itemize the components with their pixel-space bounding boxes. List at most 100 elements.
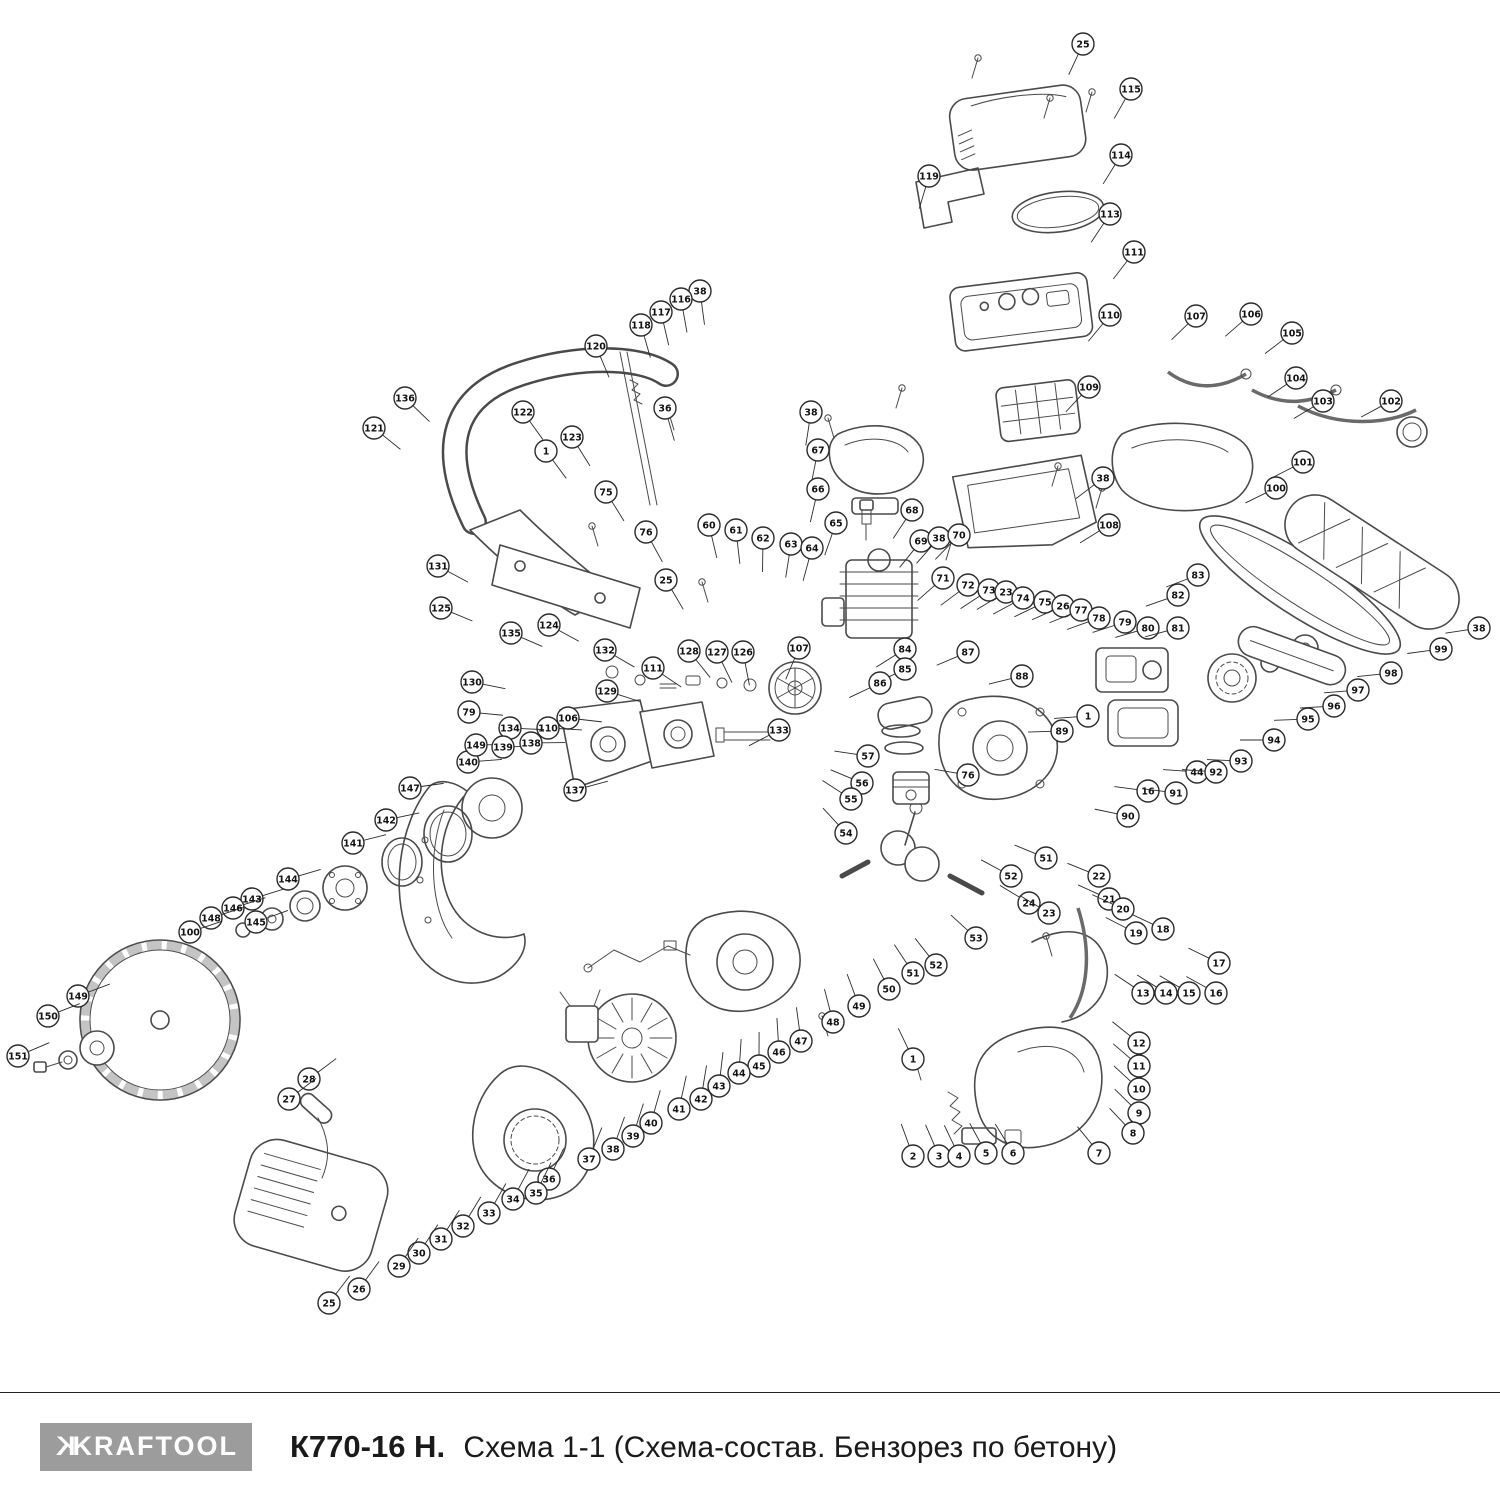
part-top-cover (948, 84, 1087, 171)
callout-68 (900, 498, 924, 522)
callout-149 (66, 984, 90, 1008)
svg-text:47: 47 (794, 1037, 807, 1048)
svg-text:15: 15 (1182, 989, 1195, 1000)
scheme-label: Схема 1-1 (Схема-состав. Бензорез по бет… (463, 1430, 1118, 1464)
part-belt-cover (1284, 494, 1460, 630)
callout-15 (1177, 981, 1201, 1005)
callout-38 (799, 400, 823, 424)
svg-text:17: 17 (1212, 959, 1225, 970)
callout-32 (451, 1214, 475, 1238)
part-crankshaft (839, 801, 985, 896)
callout-151 (6, 1044, 30, 1068)
svg-text:38: 38 (1472, 624, 1486, 635)
svg-text:101: 101 (1293, 458, 1313, 469)
svg-text:60: 60 (702, 521, 716, 532)
callout-38 (1091, 466, 1115, 490)
svg-text:116: 116 (671, 295, 691, 306)
callout-123 (560, 425, 584, 449)
svg-text:109: 109 (1079, 383, 1099, 394)
part-fan-cover (471, 1065, 595, 1201)
svg-text:16: 16 (1209, 989, 1223, 1000)
svg-text:1: 1 (910, 1055, 917, 1066)
svg-text:72: 72 (961, 581, 974, 592)
svg-text:25: 25 (322, 1299, 335, 1310)
callout-7 (1087, 1141, 1111, 1165)
svg-text:115: 115 (1121, 85, 1141, 96)
callout-28 (297, 1067, 321, 1091)
callout-120 (584, 334, 608, 358)
svg-text:22: 22 (1092, 872, 1105, 883)
part-crankcase-left (685, 910, 801, 1012)
svg-text:13: 13 (1136, 989, 1149, 1000)
callout-94 (1262, 728, 1286, 752)
callout-42 (689, 1087, 713, 1111)
callout-34 (501, 1187, 525, 1211)
svg-text:33: 33 (482, 1209, 495, 1220)
svg-text:21: 21 (1102, 895, 1115, 906)
callout-55 (839, 787, 863, 811)
svg-text:57: 57 (861, 752, 874, 763)
callout-117 (649, 300, 673, 324)
svg-text:85: 85 (898, 665, 911, 676)
svg-text:26: 26 (352, 1285, 366, 1296)
part-rear-grip (1111, 422, 1254, 512)
model-number: К770-16 Н. (290, 1428, 446, 1464)
svg-text:56: 56 (855, 779, 869, 790)
svg-text:46: 46 (772, 1048, 786, 1059)
svg-text:139: 139 (493, 743, 513, 754)
part-fuel-tank (947, 930, 1109, 1149)
svg-text:111: 111 (643, 664, 663, 675)
part-starter-cover (233, 1138, 389, 1272)
svg-text:149: 149 (466, 741, 486, 752)
part-spark-plug-icon (859, 499, 874, 541)
callout-142 (374, 808, 398, 832)
callout-107 (787, 636, 811, 660)
svg-text:151: 151 (8, 1052, 28, 1063)
svg-text:8: 8 (1130, 1129, 1137, 1140)
svg-text:4: 4 (956, 1152, 963, 1163)
svg-text:63: 63 (784, 540, 797, 551)
part-carburetor (1095, 647, 1179, 747)
svg-text:106: 106 (1241, 310, 1261, 321)
svg-text:145: 145 (246, 918, 266, 929)
callout-150 (36, 1004, 60, 1028)
svg-text:61: 61 (729, 526, 742, 537)
svg-text:38: 38 (932, 534, 946, 545)
callout-106 (1239, 302, 1263, 326)
part-guard-arm (1237, 625, 1347, 686)
callout-60 (697, 513, 721, 537)
svg-text:53: 53 (969, 934, 982, 945)
svg-text:113: 113 (1100, 210, 1120, 221)
svg-text:117: 117 (651, 308, 671, 319)
svg-text:96: 96 (1327, 702, 1341, 713)
callout-37 (577, 1147, 601, 1171)
svg-text:118: 118 (631, 321, 651, 332)
callout-122 (511, 400, 535, 424)
part-piston (877, 696, 933, 805)
svg-text:34: 34 (506, 1195, 520, 1206)
svg-text:55: 55 (844, 795, 857, 806)
callout-137 (563, 778, 587, 802)
footer: K KRAFTOOL К770-16 Н. Схема 1-1 (Схема-с… (0, 1392, 1500, 1500)
svg-text:103: 103 (1313, 397, 1333, 408)
svg-text:80: 80 (1141, 624, 1155, 635)
callout-5 (974, 1141, 998, 1165)
callout-2 (901, 1144, 925, 1168)
svg-text:11: 11 (1132, 1062, 1145, 1073)
svg-text:16: 16 (1141, 787, 1155, 798)
callout-108 (1097, 513, 1121, 537)
part-front-handle (441, 347, 679, 629)
callout-82 (1166, 583, 1190, 607)
part-cover-gasket (915, 167, 1105, 234)
svg-text:25: 25 (659, 576, 672, 587)
callout-102 (1379, 389, 1403, 413)
svg-text:110: 110 (1100, 311, 1120, 322)
callout-50 (877, 977, 901, 1001)
svg-text:122: 122 (513, 408, 533, 419)
callout-46 (767, 1040, 791, 1064)
svg-text:77: 77 (1074, 606, 1087, 617)
svg-text:127: 127 (707, 648, 727, 659)
svg-text:89: 89 (1055, 727, 1068, 738)
